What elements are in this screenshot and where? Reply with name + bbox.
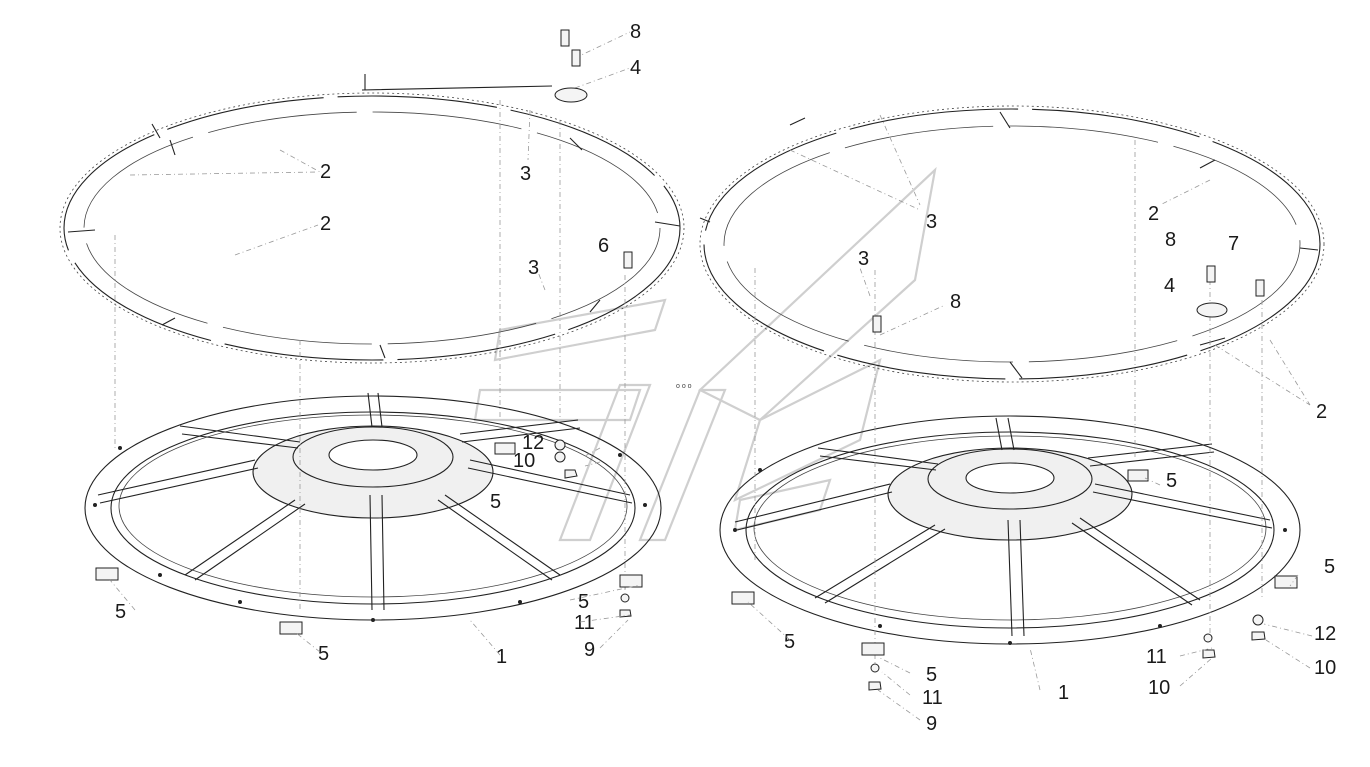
callout-5: 5 — [1324, 556, 1335, 578]
right-frame-wheel — [719, 415, 1301, 645]
callout-3: 3 — [520, 163, 531, 185]
nut-part-10 — [1202, 649, 1216, 659]
pad-part-4 — [1196, 302, 1228, 318]
callout-12: 12 — [522, 432, 544, 454]
plate-part-5 — [279, 621, 303, 635]
plate-part-5 — [731, 591, 755, 605]
callout-5: 5 — [318, 643, 329, 665]
nut-part-9 — [868, 681, 882, 691]
bolt-part-8 — [560, 29, 570, 47]
washer-part-11 — [1203, 633, 1213, 643]
callout-11: 11 — [1146, 646, 1167, 668]
callout-2: 2 — [1316, 401, 1327, 423]
washer-part-11 — [870, 663, 880, 673]
callout-5: 5 — [926, 664, 937, 686]
callout-4: 4 — [1164, 275, 1175, 297]
nut-part-10 — [1251, 631, 1266, 641]
callout-5: 5 — [1166, 470, 1177, 492]
plate-part-5 — [861, 642, 885, 656]
bolt-part-7 — [1255, 279, 1265, 297]
callout-10: 10 — [513, 450, 535, 472]
washer-part-11 — [620, 593, 630, 603]
callout-3: 3 — [528, 257, 539, 279]
callout-9: 9 — [584, 639, 595, 661]
bolt-part-8 — [1206, 265, 1216, 283]
bolt-part-6 — [623, 251, 633, 269]
nut-part-10 — [564, 469, 578, 479]
callout-11: 11 — [922, 687, 943, 709]
callout-5: 5 — [578, 591, 589, 613]
callout-3: 3 — [926, 211, 937, 233]
callout-10: 10 — [1314, 657, 1336, 679]
callout-2: 2 — [320, 161, 331, 183]
plate-part-5 — [95, 567, 119, 581]
callout-leaders — [109, 447, 1313, 721]
callout-8: 8 — [950, 291, 961, 313]
callout-2: 2 — [1148, 203, 1159, 225]
left-callouts: 8 4 2 2 3 6 3 12 10 5 5 5 5 11 9 1 — [115, 21, 641, 668]
callout-3: 3 — [858, 248, 869, 270]
plate-part-5 — [494, 442, 516, 455]
plate-part-5 — [1127, 469, 1149, 482]
washer-part-10 — [554, 451, 566, 463]
callout-8: 8 — [1165, 229, 1176, 251]
callout-1: 1 — [1058, 682, 1069, 704]
callout-6: 6 — [598, 235, 609, 257]
callout-10: 10 — [1148, 677, 1170, 699]
washer-part-12 — [1252, 614, 1264, 626]
bolt-part-8 — [872, 315, 882, 333]
callout-8: 8 — [630, 21, 641, 43]
callout-5: 5 — [784, 631, 795, 653]
left-assembly — [59, 29, 685, 635]
left-toothed-ring — [59, 92, 685, 364]
washer-part-12 — [554, 439, 566, 451]
callout-5: 5 — [490, 491, 501, 513]
callout-12: 12 — [1314, 623, 1336, 645]
plate-part-5 — [1274, 575, 1298, 589]
nut-part-9 — [619, 609, 632, 618]
right-toothed-ring — [699, 105, 1325, 383]
right-assembly — [699, 105, 1325, 691]
plate-part-5 — [619, 574, 643, 588]
callout-4: 4 — [630, 57, 641, 79]
right-callouts: 3 2 8 7 4 3 8 2 5 5 5 12 10 11 10 5 11 9… — [784, 203, 1336, 735]
callout-11: 11 — [574, 612, 595, 634]
callout-7: 7 — [1228, 233, 1239, 255]
bolt-part-8 — [571, 49, 581, 67]
callout-5: 5 — [115, 601, 126, 623]
left-frame-wheel — [84, 392, 662, 622]
watermark-logo — [473, 166, 937, 542]
pad-part-4 — [554, 87, 588, 103]
callout-2: 2 — [320, 213, 331, 235]
callout-1: 1 — [496, 646, 507, 668]
center-mark: o o o — [676, 383, 692, 390]
callout-9: 9 — [926, 713, 937, 735]
